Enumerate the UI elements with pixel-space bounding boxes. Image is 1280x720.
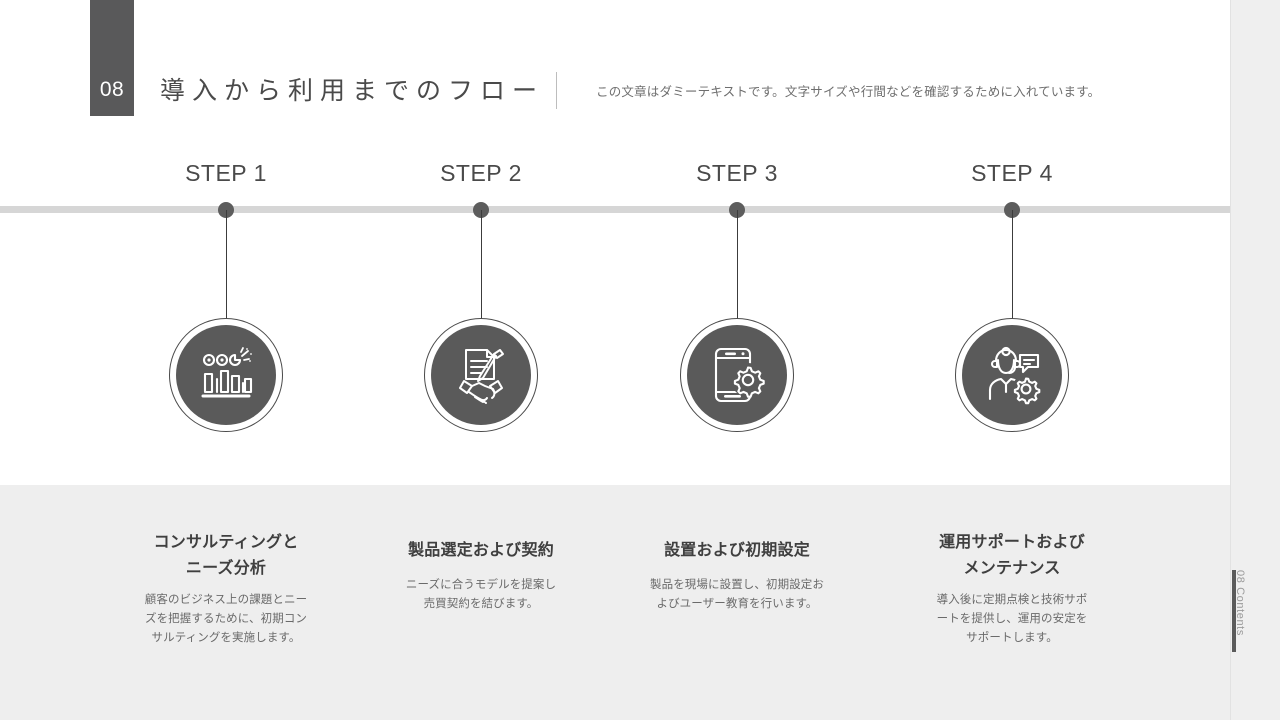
step-description-4: 運用サポートおよびメンテナンス導入後に定期点検と技術サポートを提供し、運用の安定… bbox=[897, 485, 1127, 648]
step-heading-line: メンテナンス bbox=[963, 559, 1061, 577]
connector-line-1 bbox=[225, 210, 227, 322]
right-rail: 08 Contents bbox=[1230, 0, 1280, 720]
step-body-line: 顧客のビジネス上の課題とニー bbox=[144, 594, 308, 607]
steps-layer: STEP 1 STEP 2 bbox=[98, 0, 1140, 485]
connector-line-3 bbox=[736, 210, 738, 322]
connector-line-2 bbox=[480, 210, 482, 322]
step-body-2: ニーズに合うモデルを提案し売買契約を結びます。 bbox=[366, 576, 596, 614]
rail-marker bbox=[1232, 570, 1236, 652]
connector-line-4 bbox=[1011, 210, 1013, 322]
contract-handshake-icon bbox=[431, 325, 531, 425]
step-column-3: STEP 3 bbox=[609, 0, 865, 485]
step-description-3: 設置および初期設定製品を現場に設置し、初期設定およびユーザー教育を行います。 bbox=[622, 485, 852, 614]
step-heading-line: ニーズ分析 bbox=[185, 559, 267, 577]
step-body-line: サルティングを実施します。 bbox=[151, 632, 301, 645]
step-label-3: STEP 3 bbox=[696, 160, 778, 186]
step-label-1: STEP 1 bbox=[185, 160, 267, 186]
section-number-label: 08 bbox=[99, 78, 125, 101]
step-heading-3: 設置および初期設定 bbox=[622, 538, 852, 564]
step-body-line: ートを提供し、運用の安定を bbox=[936, 613, 1088, 626]
rail-divider bbox=[1230, 0, 1231, 720]
step-icon-badge-2[interactable] bbox=[424, 318, 538, 432]
step-heading-4: 運用サポートおよびメンテナンス bbox=[897, 530, 1127, 581]
step-body-3: 製品を現場に設置し、初期設定およびユーザー教育を行います。 bbox=[622, 576, 852, 614]
smartphone-gear-icon bbox=[687, 325, 787, 425]
rail-contents-label: 08 Contents bbox=[1234, 570, 1246, 636]
step-body-line: ズを把握するために、初期コン bbox=[144, 613, 308, 626]
step-label-4: STEP 4 bbox=[971, 160, 1053, 186]
page-title: 導入から利用までのフロー bbox=[160, 77, 545, 105]
step-body-line: 導入後に定期点検と技術サポ bbox=[936, 594, 1088, 607]
step-body-line: 製品を現場に設置し、初期設定お bbox=[650, 578, 824, 591]
step-column-1: STEP 1 bbox=[98, 0, 354, 485]
step-heading-line: 設置および初期設定 bbox=[664, 542, 810, 559]
step-heading-2: 製品選定および契約 bbox=[366, 538, 596, 564]
analytics-chart-icon bbox=[176, 325, 276, 425]
step-body-1: 顧客のビジネス上の課題とニーズを把握するために、初期コンサルティングを実施します… bbox=[111, 591, 341, 648]
step-label-2: STEP 2 bbox=[440, 160, 522, 186]
descriptions-layer: コンサルティングとニーズ分析顧客のビジネス上の課題とニーズを把握するために、初期… bbox=[0, 485, 1230, 720]
step-icon-badge-4[interactable] bbox=[955, 318, 1069, 432]
step-body-line: サポートします。 bbox=[966, 632, 1058, 645]
title-divider bbox=[556, 72, 557, 109]
step-description-1: コンサルティングとニーズ分析顧客のビジネス上の課題とニーズを把握するために、初期… bbox=[111, 485, 341, 648]
step-body-line: ニーズに合うモデルを提案し bbox=[405, 578, 557, 591]
page-subtitle: この文章はダミーテキストです。文字サイズや行間などを確認するために入れています。 bbox=[596, 85, 1101, 99]
step-column-2: STEP 2 bbox=[353, 0, 609, 485]
step-heading-line: コンサルティングと bbox=[153, 534, 299, 551]
step-icon-badge-3[interactable] bbox=[680, 318, 794, 432]
step-heading-line: 製品選定および契約 bbox=[408, 542, 554, 559]
step-icon-badge-1[interactable] bbox=[169, 318, 283, 432]
step-heading-line: 運用サポートおよび bbox=[939, 534, 1085, 551]
step-column-4: STEP 4 bbox=[884, 0, 1140, 485]
step-heading-1: コンサルティングとニーズ分析 bbox=[111, 530, 341, 581]
step-body-line: 売買契約を結びます。 bbox=[423, 597, 539, 610]
step-body-4: 導入後に定期点検と技術サポートを提供し、運用の安定をサポートします。 bbox=[897, 591, 1127, 648]
support-agent-gear-icon bbox=[962, 325, 1062, 425]
step-body-line: よびユーザー教育を行います。 bbox=[656, 597, 818, 610]
section-number-tab: 08 bbox=[90, 0, 134, 116]
timeline-bar bbox=[0, 206, 1230, 213]
description-panel bbox=[0, 485, 1230, 720]
step-description-2: 製品選定および契約ニーズに合うモデルを提案し売買契約を結びます。 bbox=[366, 485, 596, 614]
